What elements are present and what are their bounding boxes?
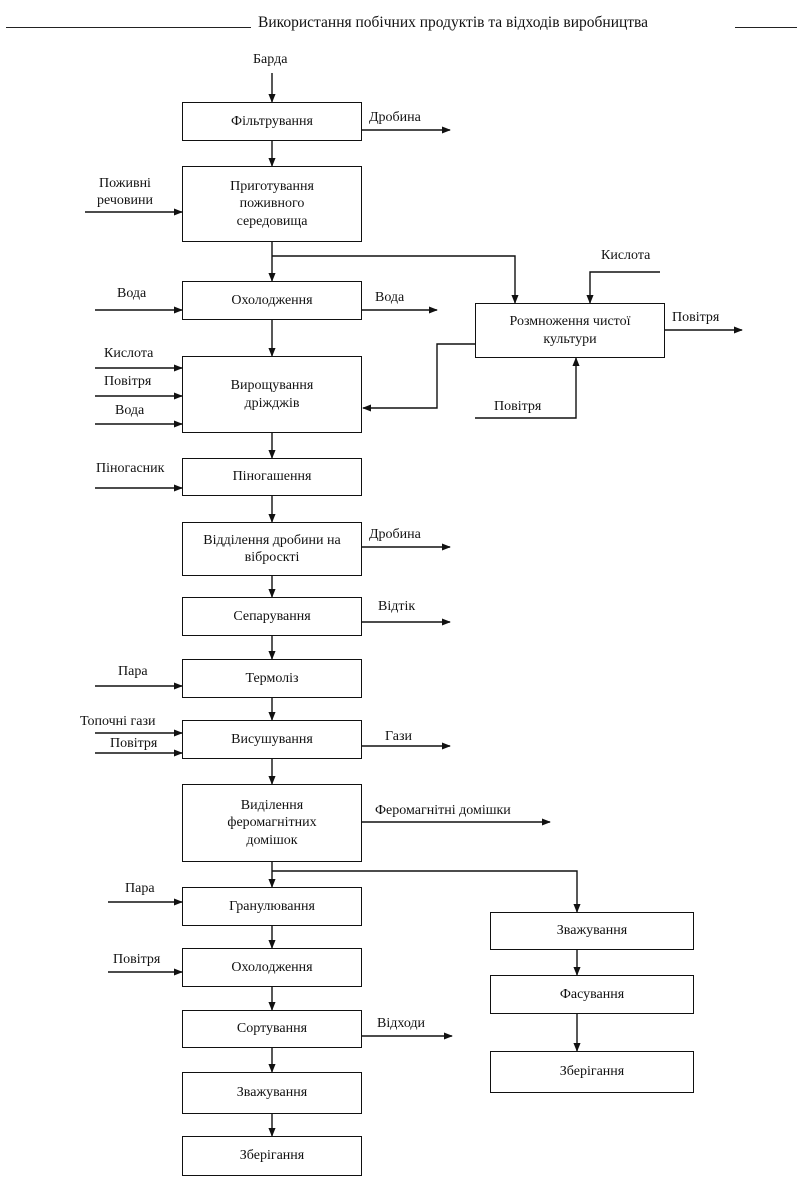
- label-air-out-culture: Повітря: [672, 310, 720, 325]
- process-storage-1: Зберігання: [182, 1136, 362, 1176]
- label-water-in-2: Вода: [115, 403, 145, 418]
- process-ferromagnetic-separation: Виділення феромагнітних домішок: [182, 784, 362, 862]
- process-culture-propagation: Розмноження чистої культури: [475, 303, 665, 358]
- process-cooling-1: Охолодження: [182, 281, 362, 320]
- label-nutrients-line1: Поживні: [99, 176, 151, 191]
- process-defoaming: Піногашення: [182, 458, 362, 496]
- process-granulation: Гранулювання: [182, 887, 362, 926]
- label-air-in-culture: Повітря: [494, 399, 542, 414]
- label-ferromagnetic-out: Феромагнітні домішки: [375, 803, 511, 818]
- process-thermolysis: Термоліз: [182, 659, 362, 698]
- label-water-out: Вода: [375, 290, 405, 305]
- process-weighing-1: Зважування: [182, 1072, 362, 1114]
- label-air-in-1: Повітря: [104, 374, 152, 389]
- process-medium-preparation: Приготування поживного середовища: [182, 166, 362, 242]
- label-air-in-3: Повітря: [113, 952, 161, 967]
- label-flue-gases: Топочні гази: [80, 714, 156, 729]
- process-drying: Висушування: [182, 720, 362, 759]
- label-steam-2: Пара: [125, 881, 155, 896]
- process-sorting: Сортування: [182, 1010, 362, 1048]
- label-waste-out: Відходи: [377, 1016, 426, 1031]
- label-grain-out-2: Дробина: [369, 527, 421, 542]
- process-yeast-growing: Вирощування дріжджів: [182, 356, 362, 433]
- label-water-in: Вода: [117, 286, 147, 301]
- label-defoamer: Піногасник: [96, 461, 165, 476]
- label-nutrients-line2: речовини: [97, 193, 153, 208]
- page-header-title: Використання побічних продуктів та відхо…: [258, 14, 649, 31]
- header-rule-right: [735, 27, 797, 28]
- process-grain-separation: Відділення дробини на віброскті: [182, 522, 362, 576]
- process-separation: Сепарування: [182, 597, 362, 636]
- process-storage-2: Зберігання: [490, 1051, 694, 1093]
- label-steam-1: Пара: [118, 664, 148, 679]
- process-packing: Фасування: [490, 975, 694, 1014]
- label-grain-out-1: Дробина: [369, 110, 421, 125]
- label-acid-in: Кислота: [104, 346, 154, 361]
- label-gases-out: Гази: [385, 729, 412, 744]
- process-filtering: Фільтрування: [182, 102, 362, 141]
- process-weighing-2: Зважування: [490, 912, 694, 950]
- label-effluent: Відтік: [378, 599, 416, 614]
- label-acid-culture: Кислота: [601, 248, 651, 263]
- label-air-in-2: Повітря: [110, 736, 158, 751]
- label-barda: Барда: [253, 52, 288, 67]
- header-rule-left: [6, 27, 251, 28]
- process-cooling-2: Охолодження: [182, 948, 362, 987]
